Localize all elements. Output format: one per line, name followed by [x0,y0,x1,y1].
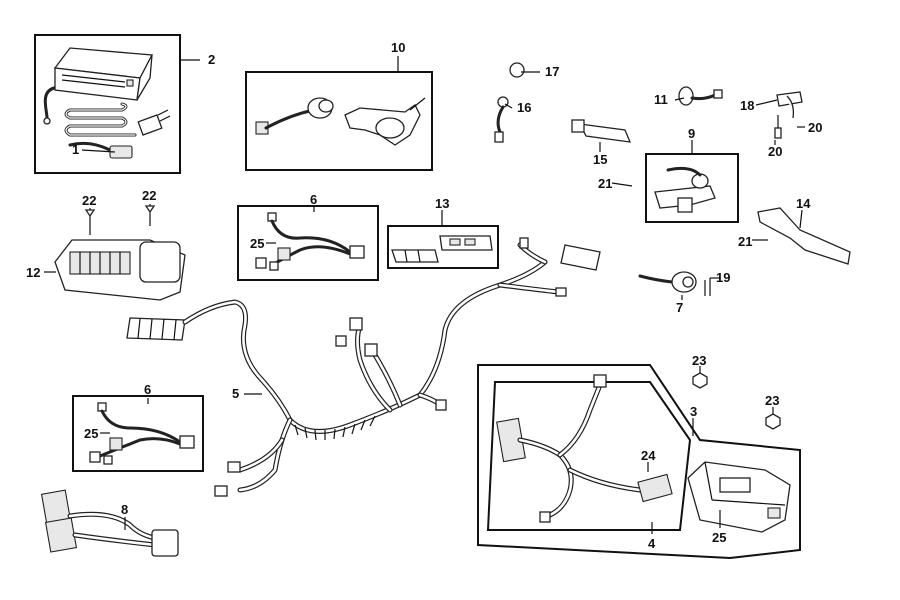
leader-lines [44,56,805,534]
callout-13: 13 [435,196,449,211]
callout-21-lower: 21 [738,234,752,249]
part-18-20 [774,91,803,139]
controller-group [54,204,186,301]
callout-4: 4 [648,536,656,551]
callout-6-upper: 6 [310,192,317,207]
charger-group [34,34,181,174]
corrugated-sleeve [294,415,376,441]
callout-9: 9 [688,126,695,141]
harness-connector-top [519,237,529,249]
part-9 [645,153,739,223]
sub-harness-6-upper [237,205,379,281]
assembly-frame-outer [477,364,801,560]
callout-17: 17 [545,64,559,79]
callout-labels: 1 2 3 4 5 6 6 7 8 9 10 11 12 13 14 15 16… [26,40,822,551]
sub-harness-frame-lower [72,395,204,472]
part-15 [571,119,632,143]
charger-plug [137,109,171,136]
charger-plug-tip [43,117,51,125]
callout-21-upper: 21 [598,176,612,191]
callout-2: 2 [208,52,215,67]
callout-20-right: 20 [808,120,822,135]
callout-14: 14 [796,196,811,211]
charger-unit [53,47,154,101]
callout-23-upper: 23 [692,353,706,368]
connector-d [255,257,267,269]
connector-c [277,247,291,261]
switch-wire [264,108,316,130]
part-11 [678,86,723,106]
harness-connector-block [126,317,186,341]
adapter-connector [151,529,179,557]
adapter-harness [40,489,179,557]
sub-harness-6-lower [72,395,204,472]
charger-wire [43,86,56,120]
fuse-kit-group [387,225,499,269]
callout-22-left: 22 [82,193,96,208]
connector-b [349,245,365,259]
callout-1: 1 [72,142,79,157]
main-harness [126,237,601,497]
callout-6-lower: 6 [144,382,151,397]
callout-20-below: 20 [768,144,782,159]
fuse-holder [391,249,439,263]
callout-3: 3 [690,404,697,419]
harness-4 [496,374,673,523]
charger-frame [34,34,181,174]
assembly-frame-inner [486,381,692,531]
callout-23-lower: 23 [765,393,779,408]
sub-harness-frame-upper [237,205,379,281]
callout-8: 8 [121,502,128,517]
harness-connector-small [555,287,567,297]
callout-25-upper: 25 [250,236,264,251]
callout-22-right: 22 [142,188,156,203]
ignition-switch-group [245,71,433,171]
callout-12: 12 [26,265,40,280]
switch-bracket [344,97,426,146]
part-14 [757,207,851,265]
callout-19: 19 [716,270,730,285]
callout-25-lower: 25 [84,426,98,441]
part-7-19 [638,271,711,296]
callout-24: 24 [641,448,656,463]
connector-f [179,435,195,449]
controller-module [139,241,181,283]
callout-7: 7 [676,300,683,315]
callout-16: 16 [517,100,531,115]
callout-15: 15 [593,152,607,167]
callout-11: 11 [654,92,668,107]
fuse-kit-frame [387,225,499,269]
callout-18: 18 [740,98,754,113]
controller-terminals [69,251,131,275]
assembly-3 [477,364,801,560]
ignition-frame [245,71,433,171]
callout-5: 5 [232,386,239,401]
charger-lead [68,141,112,152]
callout-25-housing: 25 [712,530,726,545]
callout-10: 10 [391,40,405,55]
harness-connector-right [560,244,601,271]
housing-25 [687,461,791,533]
